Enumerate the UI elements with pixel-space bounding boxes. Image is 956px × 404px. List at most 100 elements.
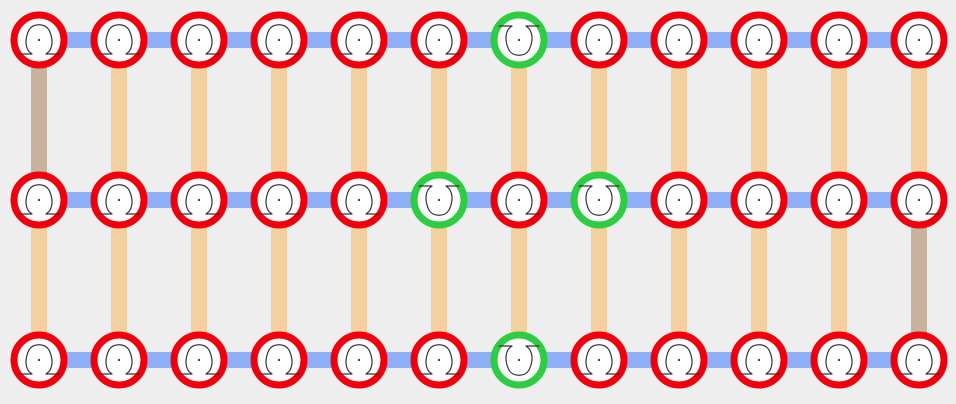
omega-resonator-icon [658,24,700,55]
omega-resonator-icon [898,24,940,55]
omega-resonator-icon [258,344,300,375]
center-dot [117,358,121,362]
center-dot [837,198,841,202]
omega-glyph [338,184,380,215]
omega-resonator-icon [178,344,220,375]
omega-glyph [898,184,940,215]
omega-resonator-icon [498,25,540,56]
center-dot [277,38,281,42]
center-dot [517,358,521,362]
center-dot [517,38,521,42]
omega-resonator-icon [578,24,620,55]
node-red [890,331,948,389]
omega-glyph [98,24,140,55]
omega-resonator-icon [818,344,860,375]
omega-glyph [98,184,140,215]
omega-resonator-icon [258,184,300,215]
omega-resonator-icon [258,24,300,55]
omega-resonator-icon [578,185,620,216]
omega-glyph [898,344,940,375]
omega-resonator-icon [898,344,940,375]
omega-resonator-icon [18,344,60,375]
omega-glyph [818,344,860,375]
node-red [250,171,308,229]
center-dot [917,198,921,202]
node-red [10,331,68,389]
center-dot [37,358,41,362]
omega-resonator-icon [738,344,780,375]
omega-glyph [658,24,700,55]
center-dot [197,358,201,362]
omega-glyph [258,344,300,375]
node-red [810,11,868,69]
omega-glyph [658,184,700,215]
node-red [890,171,948,229]
omega-resonator-icon [178,184,220,215]
omega-resonator-icon [898,184,940,215]
node-red [570,11,628,69]
center-dot [197,38,201,42]
omega-glyph [258,184,300,215]
omega-glyph [418,24,460,55]
omega-glyph [498,184,540,215]
omega-glyph [658,344,700,375]
center-dot [517,198,521,202]
omega-resonator-icon [738,24,780,55]
node-red [90,171,148,229]
omega-glyph [738,24,780,55]
node-red [810,331,868,389]
omega-resonator-icon [818,24,860,55]
node-green [490,11,548,69]
omega-glyph [98,344,140,375]
node-red [170,331,228,389]
node-green [490,331,548,389]
node-red [730,171,788,229]
omega-resonator-icon [658,344,700,375]
node-red [250,11,308,69]
omega-resonator-icon [178,24,220,55]
omega-resonator-icon [738,184,780,215]
node-red [890,11,948,69]
omega-resonator-icon [18,24,60,55]
center-dot [117,198,121,202]
center-dot [37,38,41,42]
omega-resonator-icon [418,185,460,216]
center-dot [437,38,441,42]
center-dot [917,358,921,362]
node-red [490,171,548,229]
omega-glyph [738,184,780,215]
omega-glyph [18,344,60,375]
center-dot [197,198,201,202]
omega-glyph [338,24,380,55]
omega-resonator-icon [338,344,380,375]
omega-resonator-icon [418,24,460,55]
node-red [170,11,228,69]
omega-resonator-icon [338,24,380,55]
center-dot [357,358,361,362]
center-dot [917,38,921,42]
node-green [410,171,468,229]
omega-glyph [578,185,620,216]
center-dot [677,38,681,42]
center-dot [437,358,441,362]
node-red [170,171,228,229]
omega-glyph [418,185,460,216]
node-red [10,11,68,69]
node-red [90,331,148,389]
center-dot [597,358,601,362]
center-dot [437,198,441,202]
omega-glyph [498,25,540,56]
omega-resonator-icon [98,24,140,55]
center-dot [357,38,361,42]
node-red [410,11,468,69]
node-green [570,171,628,229]
center-dot [757,198,761,202]
omega-resonator-icon [658,184,700,215]
omega-glyph [18,24,60,55]
omega-glyph [498,345,540,376]
omega-glyph [418,344,460,375]
omega-glyph [178,184,220,215]
node-red [250,331,308,389]
omega-glyph [178,24,220,55]
